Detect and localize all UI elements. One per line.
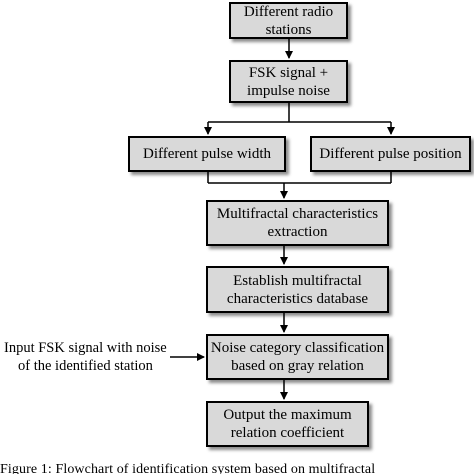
node-extraction-line2: extraction bbox=[267, 224, 328, 240]
node-classification-line1: Noise category classification bbox=[210, 340, 385, 356]
node-fsk-noise-line2: impulse noise bbox=[247, 82, 330, 99]
node-pulse-width-line1: Different pulse width bbox=[142, 146, 272, 162]
node-pulse-position: Different pulse position bbox=[310, 136, 471, 172]
input-label-line2: of the identified station bbox=[18, 358, 153, 374]
node-extraction-line1: Multifractal characteristics bbox=[216, 206, 379, 222]
figure-caption: Figure 1: Flowchart of identification sy… bbox=[0, 462, 376, 474]
node-pulse-width: Different pulse width bbox=[128, 136, 286, 172]
node-classification: Noise category classification based on gr… bbox=[206, 334, 389, 380]
node-output-line1: Output the maximum bbox=[223, 407, 352, 423]
input-label: Input FSK signal with noise of the ident… bbox=[4, 339, 167, 375]
node-database-line2: characteristics database bbox=[226, 290, 369, 307]
input-label-line1: Input FSK signal with noise bbox=[4, 340, 167, 356]
node-fsk-noise-line1: FSK signal + bbox=[248, 64, 329, 81]
node-classification-line2: based on gray relation bbox=[231, 358, 364, 374]
node-radio-stations-line2: stations bbox=[265, 21, 312, 38]
node-output: Output the maximum relation coefficient bbox=[206, 401, 369, 447]
node-radio-stations-line1: Different radio bbox=[243, 3, 334, 20]
node-fsk-noise: FSK signal +impulse noise bbox=[229, 60, 348, 103]
node-pulse-position-line1: Different pulse position bbox=[319, 146, 462, 162]
node-extraction: Multifractal characteristics extraction bbox=[206, 200, 389, 246]
node-output-line2: relation coefficient bbox=[230, 425, 345, 441]
node-database-line1: Establish multifractal bbox=[233, 272, 362, 289]
